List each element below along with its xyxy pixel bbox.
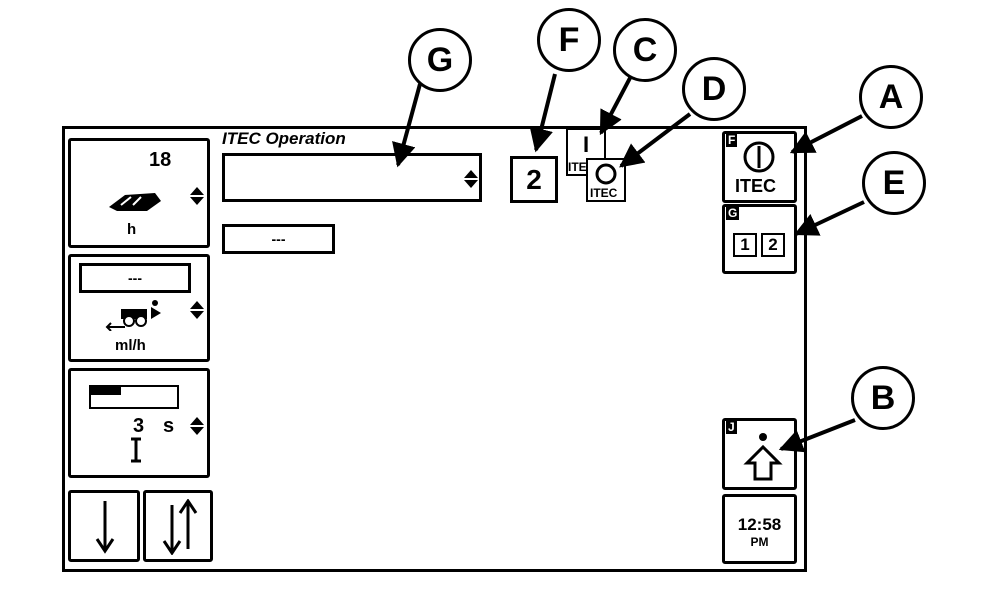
hours-panel[interactable]: 18 h xyxy=(68,138,210,248)
page-title: ITEC Operation xyxy=(222,129,346,148)
hours-value: 18 xyxy=(149,149,172,171)
clock-ampm: PM xyxy=(750,535,769,549)
itec-button[interactable]: F ITEC xyxy=(722,131,797,203)
itec-off-status-icon: ITEC xyxy=(586,158,626,202)
callout-d: D xyxy=(682,57,746,121)
callout-e-leader xyxy=(793,200,865,236)
hours-unit: h xyxy=(127,221,137,238)
callout-g: G xyxy=(408,28,472,92)
callout-e: E xyxy=(862,151,926,215)
sequence-option-1[interactable]: 1 xyxy=(733,233,757,257)
shift-button-tag: J xyxy=(726,420,737,434)
callout-g-leader xyxy=(392,83,422,168)
callout-c: C xyxy=(613,18,677,82)
callout-a: A xyxy=(859,65,923,129)
callout-f: F xyxy=(537,8,601,72)
callout-d-leader xyxy=(619,112,692,168)
rate-value: --- xyxy=(79,263,191,293)
up-down-arrows-icon xyxy=(162,499,198,555)
callout-b-leader xyxy=(778,418,856,453)
down-arrow-button[interactable] xyxy=(68,490,140,562)
clock-time: 12:58 xyxy=(737,515,782,534)
power-icon xyxy=(743,141,775,173)
timer-progress-bar xyxy=(89,385,179,409)
up-down-icon[interactable] xyxy=(189,299,205,321)
timer-unit: s xyxy=(163,415,175,437)
shift-up-icon xyxy=(743,433,783,481)
rate-panel[interactable]: --- ml/h xyxy=(68,254,210,362)
clock: 12:58 PM xyxy=(722,494,797,564)
tractor-hours-icon xyxy=(109,193,161,211)
itec-button-tag: F xyxy=(726,133,738,147)
callout-a-leader xyxy=(789,114,863,154)
up-down-arrows-button[interactable] xyxy=(143,490,213,562)
timer-value: 3 xyxy=(133,415,145,437)
callout-c-leader xyxy=(599,77,632,136)
timer-symbol-icon xyxy=(131,437,141,463)
callout-f-leader xyxy=(529,73,557,153)
timer-panel[interactable]: 3 s xyxy=(68,368,210,478)
up-down-icon[interactable] xyxy=(189,185,205,207)
itec-off-label: ITEC xyxy=(590,186,618,200)
sequence-select-tag: G xyxy=(726,206,740,220)
sequence-select[interactable]: G 1 2 xyxy=(722,204,797,274)
off-circle-icon xyxy=(595,163,617,185)
up-down-icon xyxy=(464,170,478,188)
sequence-dropdown[interactable] xyxy=(222,153,482,202)
itec-button-label: ITEC xyxy=(735,176,777,196)
down-arrow-icon xyxy=(95,501,115,554)
spray-vehicle-icon xyxy=(105,300,161,331)
timer-progress-fill xyxy=(91,387,122,395)
sequence-option-2[interactable]: 2 xyxy=(761,233,785,257)
itec-on-symbol: I xyxy=(582,132,590,157)
sequence-number: 2 xyxy=(510,156,558,203)
value-field: --- xyxy=(222,224,335,254)
rate-unit: ml/h xyxy=(115,337,146,354)
callout-b: B xyxy=(851,366,915,430)
up-down-icon[interactable] xyxy=(189,415,205,437)
